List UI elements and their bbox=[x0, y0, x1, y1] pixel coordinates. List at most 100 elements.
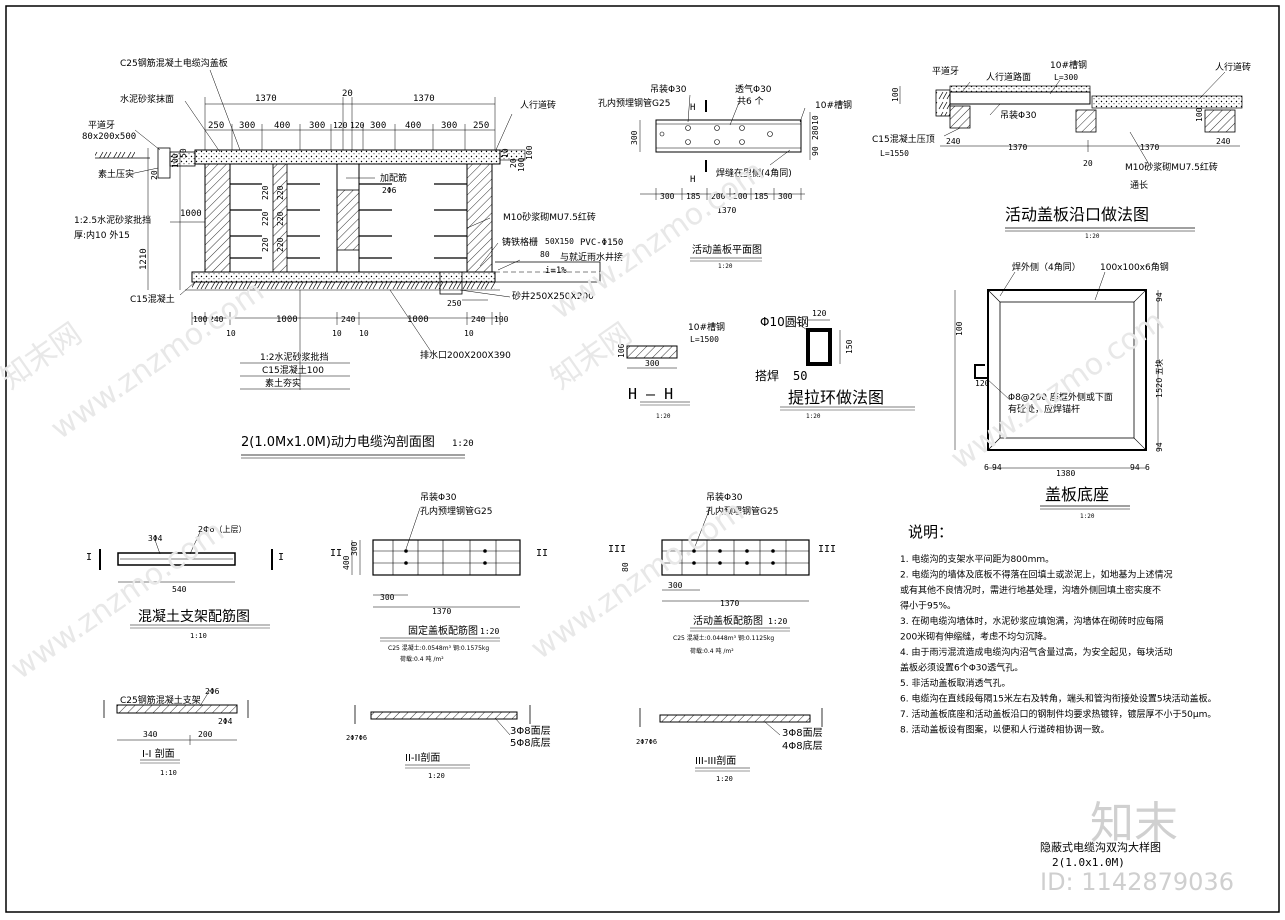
notes-heading: 说明： bbox=[908, 523, 953, 541]
base-angle: 100x100x6角钢 bbox=[1100, 261, 1169, 273]
hh-channel: 10#槽钢 bbox=[688, 321, 725, 333]
note-line: 4. 由于雨污混流造成电缆沟内沼气含量过高，为安全起见，每块活动 bbox=[900, 646, 1172, 658]
sec-ii-left: 2Φ7Φ6 bbox=[346, 734, 367, 742]
dim-top-3: 1370 bbox=[413, 94, 435, 104]
sec-i-dim1: 340 bbox=[143, 730, 158, 739]
active-total: 1370 bbox=[720, 599, 739, 608]
dim-bottom-2: 240 bbox=[209, 315, 224, 324]
edge-brick: M10砂浆砌MU7.5红砖 bbox=[1125, 161, 1218, 173]
support-bar1: 3Φ4 bbox=[148, 534, 163, 543]
section-ii-drawing bbox=[354, 705, 531, 769]
dim-sub-4: 300 bbox=[309, 121, 325, 131]
label-plaster-thk: 厚:内10 外15 bbox=[74, 229, 130, 241]
edge-c15: C15混凝土压顶 bbox=[872, 133, 935, 145]
edge-paving: 人行道砖 bbox=[1215, 61, 1251, 73]
base-d94-left: 94 bbox=[992, 463, 1002, 472]
ring-scale: 1:20 bbox=[806, 413, 821, 420]
label-layer3: 素土夯实 bbox=[265, 377, 301, 389]
fixed-note2: 荷载:0.4 吨 /m² bbox=[400, 655, 444, 663]
base-scale: 1:20 bbox=[1080, 513, 1095, 520]
dim-bottom2-1: 10 bbox=[226, 329, 236, 338]
label-rebar-size: 2Φ6 bbox=[382, 186, 397, 195]
plan-right-3: 90 bbox=[811, 146, 820, 156]
label-sump: 砂井250X250X200 bbox=[512, 290, 594, 302]
base-anchor2: 有砼处，应焊锚杆 bbox=[1008, 403, 1080, 415]
sec-iii-bot: 4Φ8底层 bbox=[782, 739, 823, 752]
plan-channel: 10#槽钢 bbox=[815, 99, 852, 111]
dim-top-2: 20 bbox=[342, 89, 353, 99]
support-scale: 1:10 bbox=[190, 632, 207, 640]
dim-bottom-5: 1000 bbox=[407, 315, 429, 325]
sec-i-bar2: 2Φ4 bbox=[218, 717, 233, 726]
active-lifting: 吊装Φ30 bbox=[706, 491, 743, 503]
fixed-total: 1370 bbox=[432, 607, 451, 616]
base-d94-bottom: 94 bbox=[1155, 442, 1164, 452]
plan-mark-top: H bbox=[690, 103, 695, 113]
fixed-h1: 400 bbox=[342, 555, 351, 570]
ring-weld: 搭焊 bbox=[755, 368, 779, 383]
fixed-embedded: 孔内预埋钢管G25 bbox=[420, 505, 492, 517]
note-line: 200米砌有伸缩缝，考虑不均匀沉降。 bbox=[900, 631, 1052, 643]
base-weld: 焊外侧（4角同） bbox=[1012, 261, 1081, 273]
support-length: 540 bbox=[172, 585, 187, 594]
dim-sub-1: 250 bbox=[208, 121, 224, 131]
label-layer1: 1:2水泥砂浆批挡 bbox=[260, 351, 329, 363]
hh-dim-left: 100 bbox=[617, 343, 626, 358]
fixed-mark-right: II bbox=[536, 548, 548, 559]
base-inner: 1380 bbox=[1056, 469, 1075, 478]
dim-shelf-2: 220 bbox=[261, 211, 270, 226]
dim-bottom-1: 100 bbox=[193, 315, 208, 324]
plan-title: 活动盖板平面图 bbox=[692, 243, 762, 256]
support-mark-right: I bbox=[278, 552, 284, 563]
ring-bar: Φ10圆钢 bbox=[760, 315, 809, 329]
dim-bottom2-4: 10 bbox=[464, 329, 474, 338]
edge-channel-len: L=300 bbox=[1054, 73, 1078, 82]
label-d80: 80 bbox=[540, 250, 550, 259]
dim-shelf-3: 220 bbox=[261, 237, 270, 252]
dim-sub-9: 300 bbox=[441, 121, 457, 131]
note-line: 6. 电缆沟在直线段每隔15米左右及转角，端头和管沟衔接处设置5块活动盖板。 bbox=[900, 693, 1217, 705]
dim-right-4: 100 bbox=[525, 145, 534, 160]
active-cover-drawing bbox=[661, 507, 810, 632]
ring-d120: 120 bbox=[812, 309, 827, 318]
dim-bottom2-3: 10 bbox=[359, 329, 369, 338]
label-plaster: 1:2.5水泥砂浆批挡 bbox=[74, 214, 151, 226]
dim-shelf-1: 220 bbox=[261, 185, 270, 200]
cover-edge-drawing bbox=[899, 71, 1243, 232]
hh-dim: 300 bbox=[645, 359, 660, 368]
active-embedded: 孔内预埋钢管G25 bbox=[706, 505, 778, 517]
edge-lifting: 吊装Φ30 bbox=[1000, 109, 1037, 121]
base-title: 盖板底座 bbox=[1045, 485, 1109, 504]
dim-bottom-3: 1000 bbox=[276, 315, 298, 325]
fixed-dim: 300 bbox=[380, 593, 395, 602]
label-layer2: C15混凝土100 bbox=[262, 364, 324, 376]
active-note1: C25 混凝土:0.0448m³ 钢:0.1125kg bbox=[673, 634, 774, 642]
sheet-border bbox=[5, 5, 1280, 913]
plan-dim-6: 300 bbox=[778, 192, 793, 201]
dim-right-1: 10 bbox=[501, 148, 510, 158]
plan-scale: 1:20 bbox=[718, 263, 733, 270]
dim-left-4: 1000 bbox=[180, 209, 202, 219]
edge-dim-5: 240 bbox=[1216, 137, 1231, 146]
fixed-cover-drawing bbox=[351, 507, 521, 642]
support-rebar-drawing bbox=[99, 531, 273, 629]
sec-i-label: C25钢筋混凝土支架 bbox=[120, 694, 201, 706]
plan-mark-bottom: H bbox=[690, 175, 695, 185]
active-scale: 1:20 bbox=[768, 617, 787, 626]
plan-dim-2: 185 bbox=[686, 192, 701, 201]
active-mark-right: III bbox=[818, 544, 836, 555]
note-line: 或有其他不良情况时，需进行地基处理，沟墙外侧回填土密实度不 bbox=[900, 584, 1161, 596]
edge-dim-2: 1370 bbox=[1008, 143, 1027, 152]
label-rebar: 加配筋 bbox=[380, 172, 407, 184]
main-section-drawing bbox=[95, 69, 601, 459]
plan-height: 300 bbox=[630, 130, 639, 145]
label-pvc: PVC-Φ150 bbox=[580, 238, 623, 248]
label-curb: 平道牙 bbox=[88, 119, 115, 131]
active-h: 80 bbox=[621, 562, 630, 572]
main-section-title: 2(1.0Mx1.0M)动力电缆沟剖面图 bbox=[241, 434, 435, 450]
base-side: 1520 五块 bbox=[1154, 359, 1164, 398]
plan-weld: 焊缝在里侧(4角同) bbox=[716, 167, 792, 179]
fixed-scale: 1:20 bbox=[480, 627, 499, 636]
sec-i-scale: 1:10 bbox=[160, 769, 177, 777]
sec-ii-scale: 1:20 bbox=[428, 772, 445, 780]
